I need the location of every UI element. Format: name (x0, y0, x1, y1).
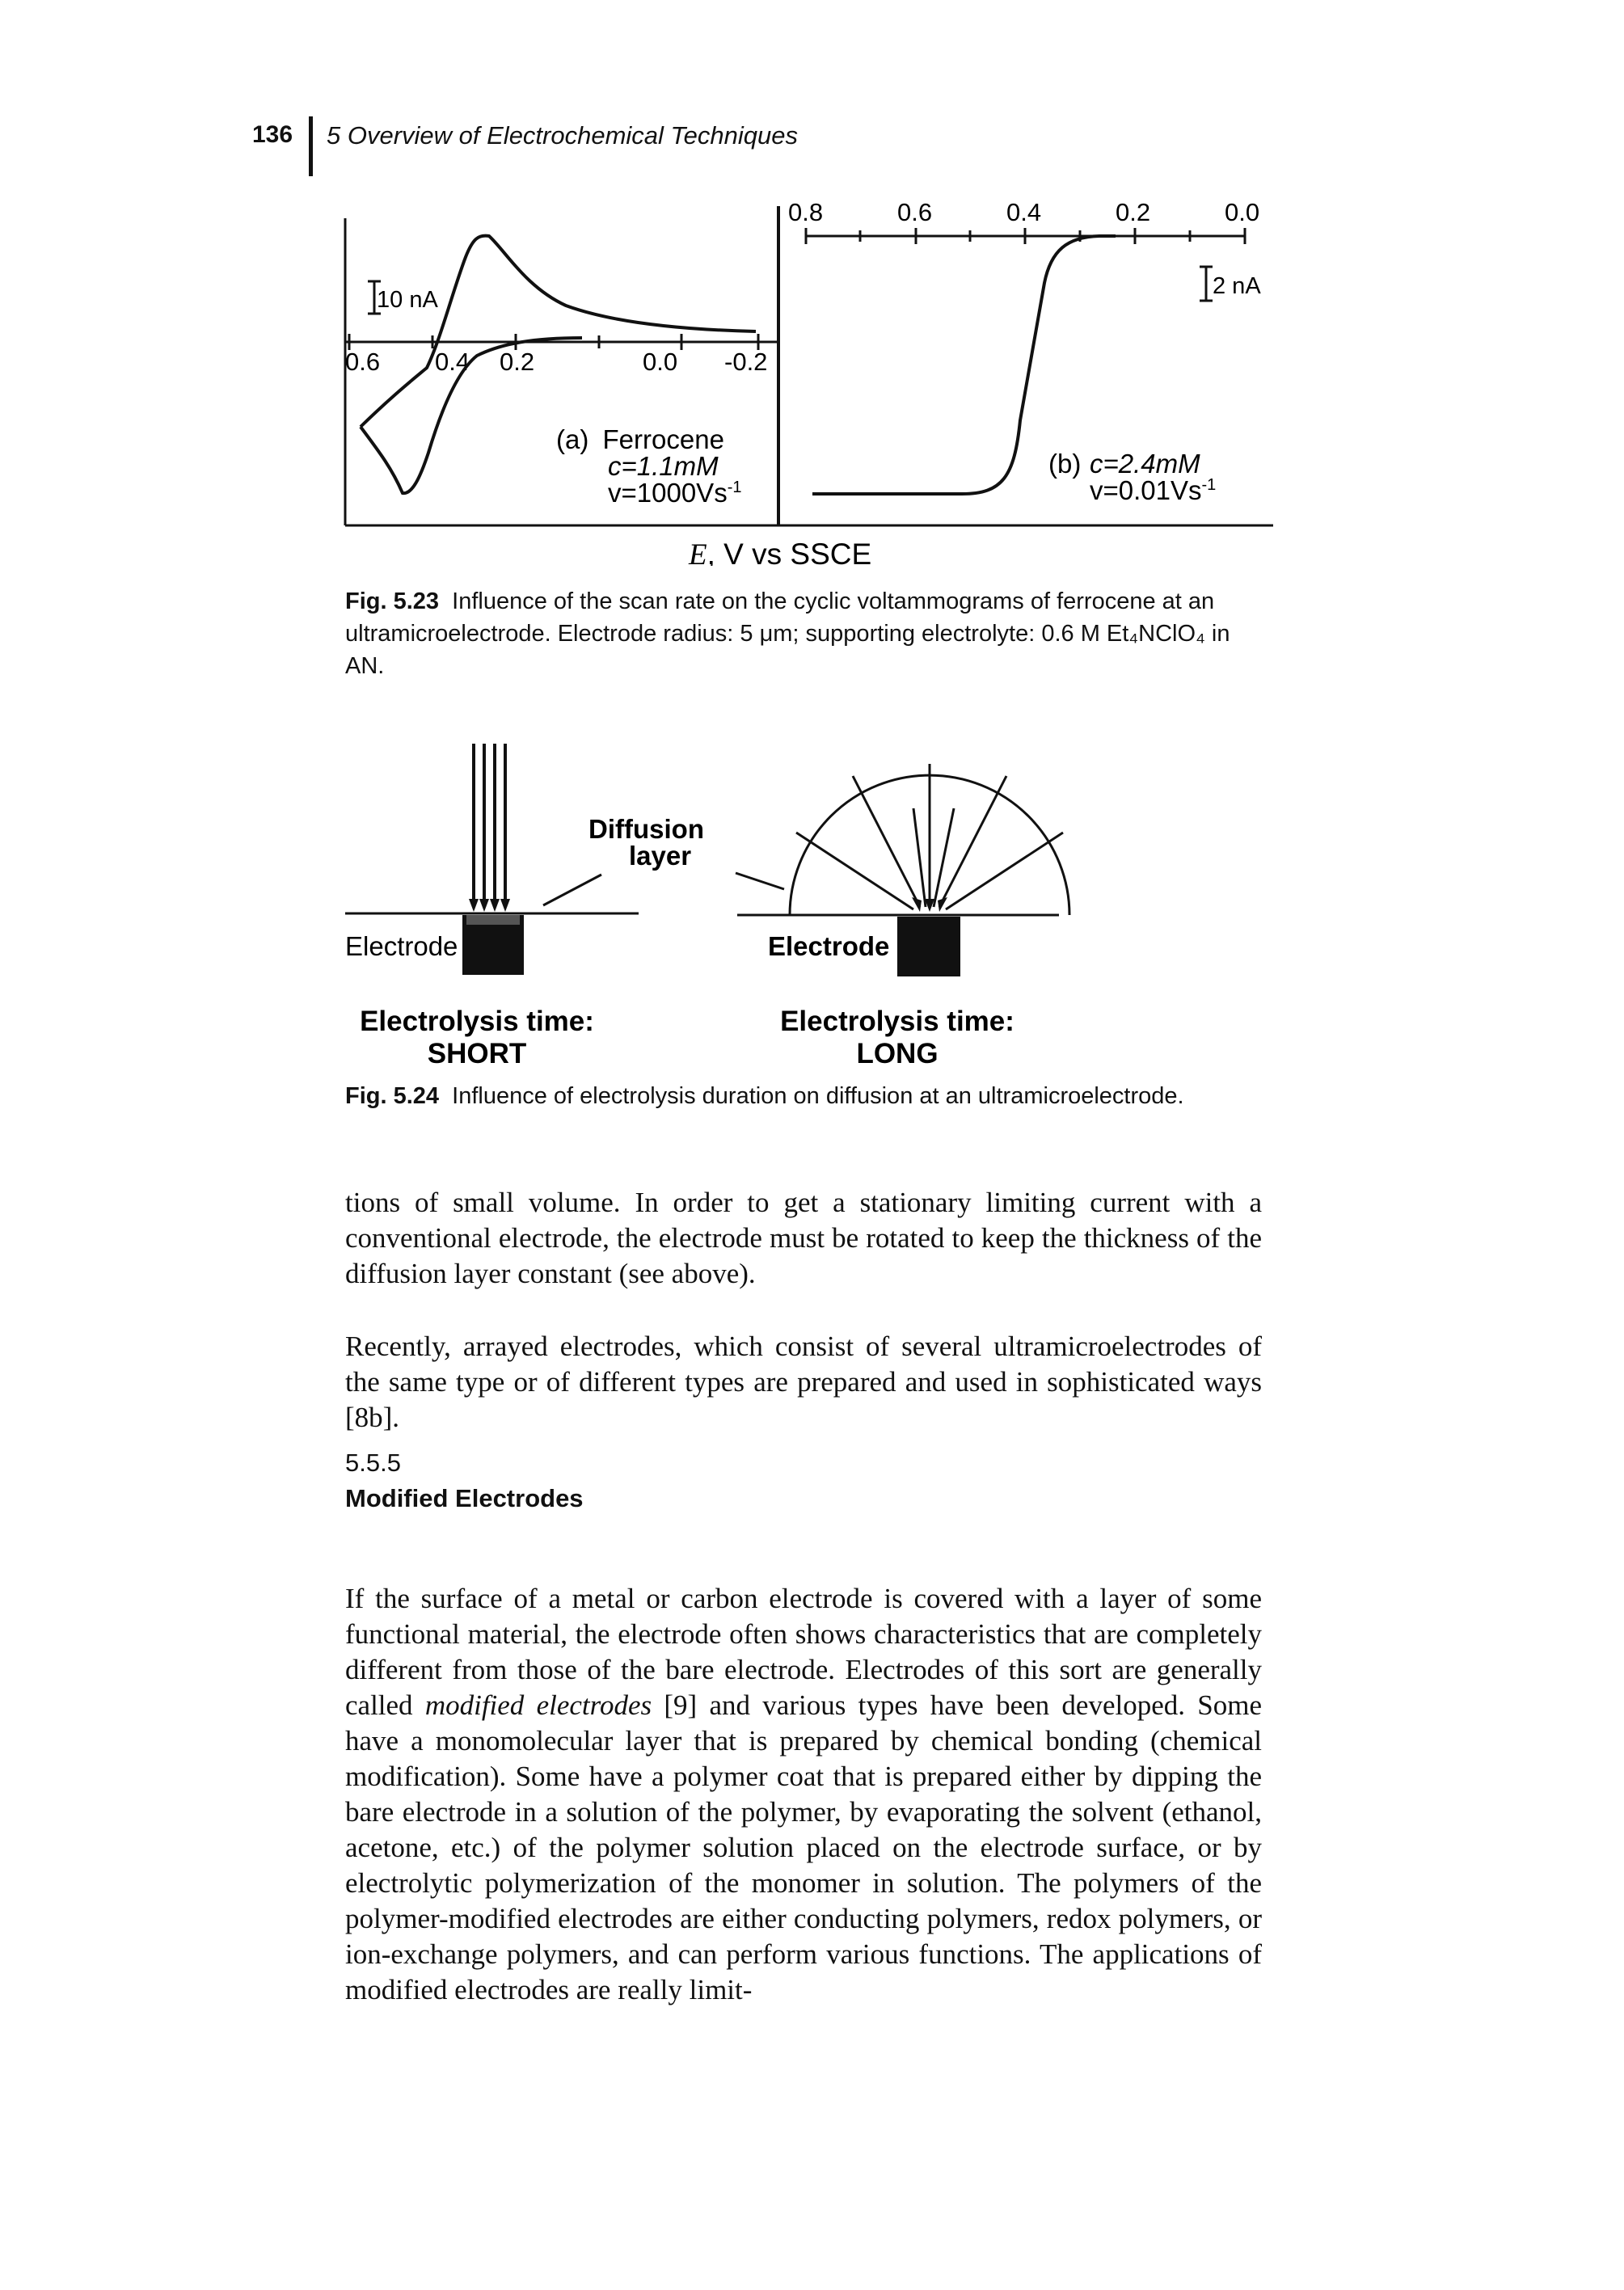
right-electrode-label: Electrode (768, 931, 889, 961)
short-time-label: Electrolysis time: (360, 1006, 594, 1037)
header-divider (309, 116, 313, 176)
panel-b-scale-label: 2 nA (1213, 273, 1261, 299)
left-electrode-block (462, 915, 524, 975)
paragraph-modified-electrodes: If the surface of a metal or carbon elec… (345, 1581, 1262, 2008)
cv-forward-scan (359, 234, 757, 428)
paragraph-continuation: tions of small volume. In order to get a… (345, 1185, 1262, 1292)
shared-x-axis-label: E, V vs SSCE (688, 538, 871, 566)
figure-5-23: 0.6 0.4 0.2 0.0 -0.2 10 nA (a) Ferrocene… (344, 198, 1273, 566)
linear-arrowheads (469, 899, 510, 912)
paragraph-arrayed-electrodes: Recently, arrayed electrodes, which cons… (345, 1329, 1262, 1436)
figure-5-24-caption: Fig. 5.24 Influence of electrolysis dura… (345, 1080, 1315, 1112)
panel-a-tick-label: 0.2 (500, 348, 534, 376)
radial-arrowheads (912, 897, 947, 912)
panel-b-tick-label: 0.6 (897, 198, 932, 226)
panel-a-tick-label: 0.6 (345, 348, 380, 376)
diffusion-leader-right (735, 871, 785, 891)
caption-label: Fig. 5.23 (345, 588, 440, 614)
linear-diffusion-arrows (472, 744, 507, 907)
section-title: Modified Electrodes (345, 1484, 584, 1512)
long-time-label: Electrolysis time: (780, 1006, 1014, 1037)
panel-a-scale-label: 10 nA (377, 287, 438, 313)
radial-diffusion-arrows (795, 764, 1064, 911)
cv-reverse-scan (359, 336, 583, 496)
panel-a-scan-rate: v=1000Vs-1 (608, 478, 742, 508)
running-header: 136 5 Overview of Electrochemical Techni… (252, 116, 980, 176)
short-time-value: SHORT (428, 1038, 527, 1069)
figure-5-24: Electrode Diffusion layer Electrode Elec… (345, 744, 1071, 1069)
panel-a-concentration: c=1.1mM (608, 451, 719, 481)
paragraph-text: If the surface of a metal or carbon elec… (345, 1583, 1263, 2005)
panel-b-label: (b) (1048, 449, 1081, 479)
panel-a-tick-label: 0.0 (643, 348, 677, 376)
right-electrode-block (897, 917, 960, 976)
diffusion-leader-left (542, 873, 602, 907)
long-time-value: LONG (856, 1038, 938, 1069)
paragraph-text: tions of small volume. In order to get a… (345, 1187, 1262, 1289)
caption-text: Influence of the scan rate on the cyclic… (345, 588, 1230, 679)
running-title: 5 Overview of Electrochemical Techniques (327, 121, 798, 150)
panel-b-concentration: c=2.4mM (1090, 449, 1200, 479)
diffusion-label-line2: layer (629, 841, 691, 871)
section-number: 5.5.5 (345, 1449, 401, 1477)
panel-b-tick-label: 0.4 (1006, 198, 1041, 226)
panel-a-label: (a) Ferrocene (556, 424, 724, 454)
panel-b-scan-rate: v=0.01Vs-1 (1090, 475, 1216, 505)
left-diffusion-layer-thin (466, 915, 520, 925)
steady-state-voltammogram (812, 234, 1116, 496)
panel-a-tick-label: -0.2 (724, 348, 767, 376)
diffusion-label-line1: Diffusion (588, 814, 704, 844)
panel-b-tick-label: 0.0 (1225, 198, 1259, 226)
figure-5-23-caption: Fig. 5.23 Influence of the scan rate on … (345, 585, 1259, 682)
caption-text: Influence of electrolysis duration on di… (452, 1083, 1184, 1109)
page-number: 136 (252, 121, 293, 148)
paragraph-text: Recently, arrayed electrodes, which cons… (345, 1331, 1262, 1433)
panel-b-tick-label: 0.8 (788, 198, 823, 226)
emphasis-term: modified electrodes (424, 1689, 652, 1721)
caption-label: Fig. 5.24 (345, 1083, 440, 1109)
left-electrode-label: Electrode (345, 931, 458, 961)
panel-b-tick-label: 0.2 (1116, 198, 1150, 226)
